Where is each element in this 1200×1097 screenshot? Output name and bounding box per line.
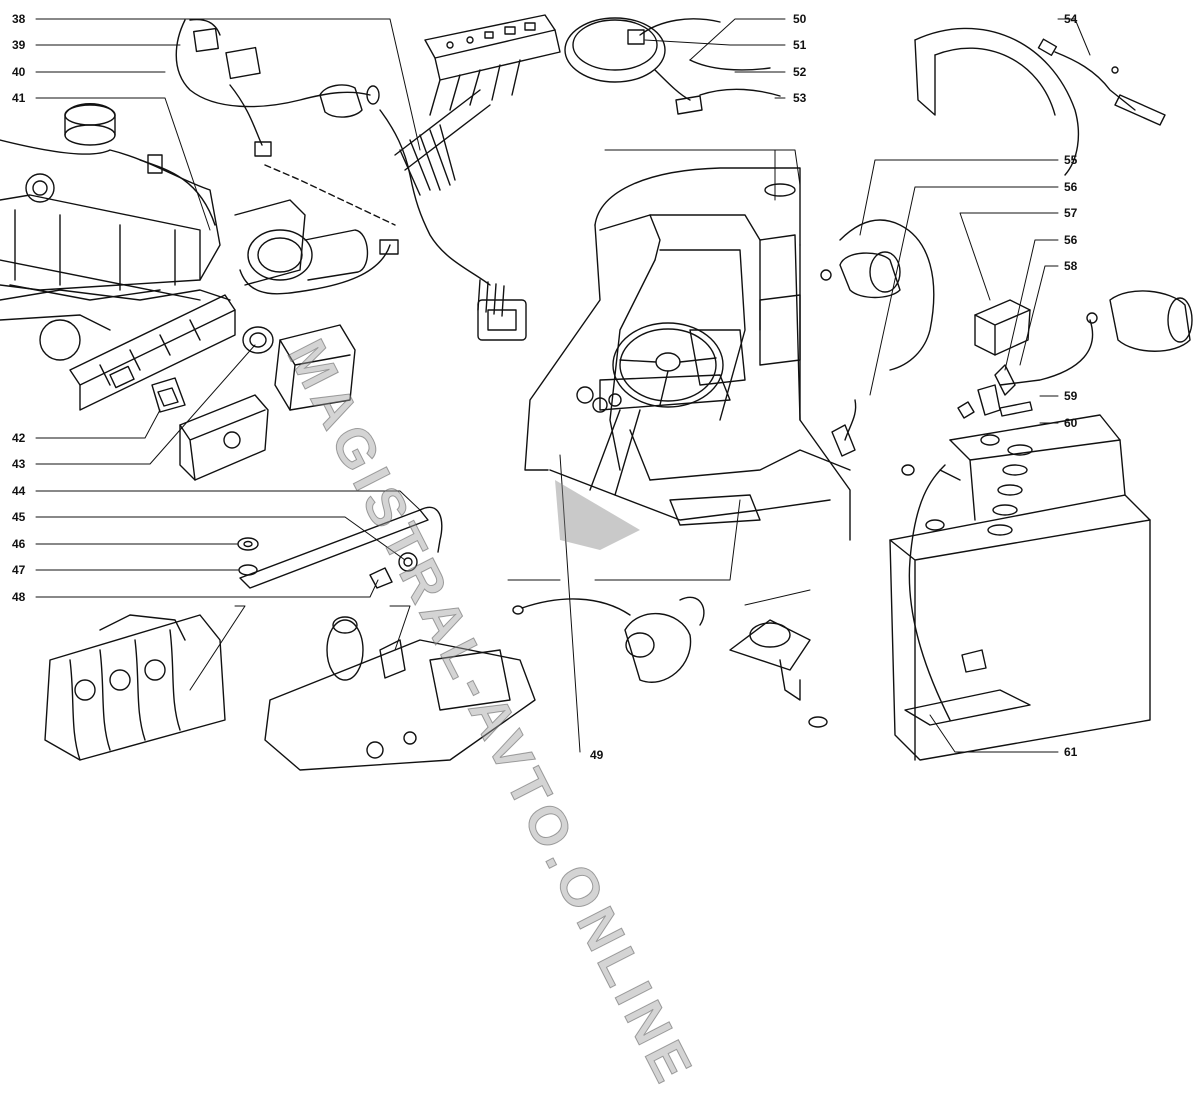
ground-strap (237, 506, 443, 589)
switch-panel (394, 14, 561, 171)
callout-48: 48 (12, 590, 26, 604)
callout-43: 43 (12, 457, 26, 471)
leader-50 (689, 18, 786, 61)
relay-55 (820, 219, 935, 457)
leader-38 (35, 18, 421, 151)
callout-44: 44 (12, 484, 26, 498)
horn-unit (564, 17, 781, 115)
callout-58: 58 (1064, 259, 1078, 273)
relay-boxes (179, 324, 356, 481)
engine-block (0, 103, 231, 361)
leader-55 (859, 159, 1059, 236)
callout-45: 45 (12, 510, 26, 524)
callout-57: 57 (1064, 206, 1078, 220)
leader-43 (35, 344, 256, 465)
callout-55: 55 (1064, 153, 1078, 167)
leader-56a (869, 186, 1059, 396)
engine-manifold-right (264, 616, 536, 771)
callout-56b: 56 (1064, 233, 1078, 247)
leader-57 (959, 212, 1059, 301)
leader-41 (35, 97, 211, 231)
callout-50: 50 (793, 12, 807, 26)
exploded-view-drawing (0, 14, 1193, 771)
leader-54 (1057, 18, 1091, 56)
callout-61: 61 (1064, 745, 1078, 759)
leader-44 (35, 490, 421, 511)
callout-39: 39 (12, 38, 26, 52)
sensor-54 (1037, 38, 1166, 126)
wiper-motor (234, 164, 399, 295)
callout-60: 60 (1064, 416, 1078, 430)
leader-cab-top (604, 149, 801, 186)
callout-59: 59 (1064, 389, 1078, 403)
leader-48 (35, 579, 379, 598)
leader-engine-left (189, 605, 246, 691)
wiring-harness (175, 18, 527, 341)
callout-46: 46 (12, 537, 26, 551)
leader-switch (744, 589, 811, 606)
callout-42: 42 (12, 431, 26, 445)
callout-47: 47 (12, 563, 26, 577)
callout-40: 40 (12, 65, 26, 79)
leader-lines (35, 18, 1091, 753)
callout-51: 51 (793, 38, 807, 52)
engine-manifold-left (44, 614, 226, 761)
distributor (512, 596, 705, 683)
callout-54: 54 (1064, 12, 1078, 26)
callout-49: 49 (590, 748, 604, 762)
leader-engine-right (389, 605, 411, 651)
fuse-strip (69, 294, 236, 413)
leader-56b (1004, 239, 1059, 371)
battery-switch (729, 619, 828, 728)
leader-42 (35, 409, 161, 439)
leader-49c (594, 499, 741, 581)
battery (889, 384, 1151, 761)
starter-motor (994, 290, 1193, 396)
leader-51 (644, 39, 786, 46)
leader-61 (929, 714, 1059, 753)
callout-56a: 56 (1064, 180, 1078, 194)
callout-53: 53 (793, 91, 807, 105)
callout-41: 41 (12, 91, 26, 105)
parts-diagram: MAGISTRAL-AVTO.ONLINE 38 39 40 41 42 43 … (0, 12, 1193, 1097)
switch-box-57 (974, 299, 1031, 356)
callout-52: 52 (793, 65, 807, 79)
leader-49 (559, 454, 581, 753)
steering-wheel-rim (914, 27, 1080, 176)
leader-45 (35, 516, 406, 561)
callout-38: 38 (12, 12, 26, 26)
truck-cab (524, 167, 851, 550)
